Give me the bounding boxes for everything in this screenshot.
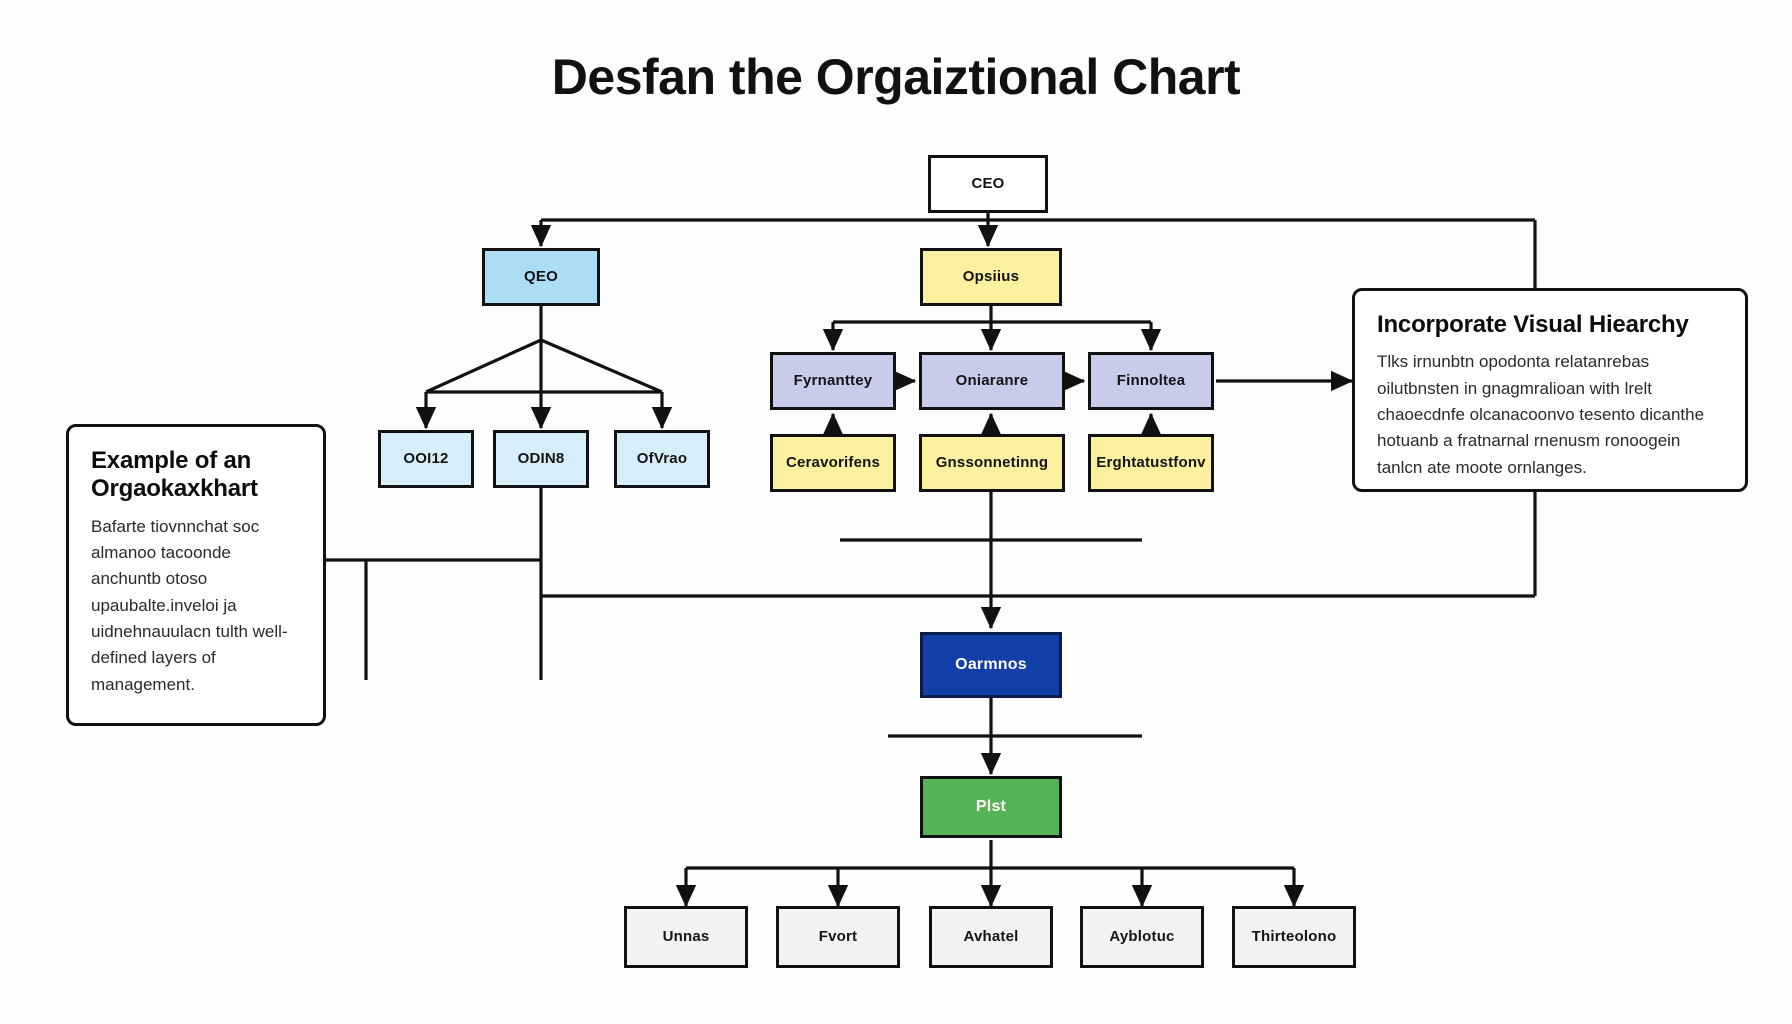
node-lightblue-3[interactable]: OfVrao [614,430,710,488]
node-qeo[interactable]: QEO [482,248,600,306]
callout-card-left[interactable]: Example of an Orgaokaxkhart Bafarte tiov… [66,424,326,726]
node-label: CEO [971,174,1005,192]
node-label: Opsiius [962,267,1020,285]
node-label: Gnssonnetinng [935,453,1049,471]
node-label: Erghtatustfonv [1096,453,1206,471]
node-navy[interactable]: Oarmnos [920,632,1062,698]
node-label: Oarmnos [955,656,1027,674]
node-purple-2[interactable]: Oniaranre [919,352,1065,410]
node-label: Finnoltea [1116,371,1186,389]
node-purple-3[interactable]: Finnoltea [1088,352,1214,410]
node-lightblue-1[interactable]: OOI12 [378,430,474,488]
node-ceo-root[interactable]: CEO [928,155,1048,213]
node-label: Avhatel [963,927,1019,945]
node-lightblue-2[interactable]: ODIN8 [493,430,589,488]
node-yellow-2[interactable]: Gnssonnetinng [919,434,1065,492]
node-ops[interactable]: Opsiius [920,248,1062,306]
node-label: OfVrao [636,449,688,467]
callout-right-body: Tlks irnunbtn opodonta relatanrebas oilu… [1377,352,1705,477]
node-green[interactable]: Plst [920,776,1062,838]
node-yellow-3[interactable]: Erghtatustfonv [1088,434,1214,492]
node-label: Ceravorifens [785,453,881,471]
node-label: ODIN8 [517,449,565,467]
node-grey-5[interactable]: Thirteolono [1232,906,1356,968]
node-label: OOI12 [403,449,449,467]
node-label: Ayblotuc [1109,927,1175,945]
callout-left-title: Example of an Orgaokaxkhart [91,447,258,503]
node-grey-2[interactable]: Fvort [776,906,900,968]
page-title: Desfan the Orgaiztional Chart [551,49,1241,105]
node-grey-4[interactable]: Ayblotuc [1080,906,1204,968]
node-yellow-1[interactable]: Ceravorifens [770,434,896,492]
node-purple-1[interactable]: Fyrnanttey [770,352,896,410]
callout-card-right[interactable]: Incorporate Visual Hiearchy Tlks irnunbt… [1352,288,1748,492]
edge-qeo-diag-left [425,338,542,394]
node-grey-3[interactable]: Avhatel [929,906,1053,968]
callout-right-title: Incorporate Visual Hiearchy [1377,311,1689,338]
edge-qeo-diag-right [540,338,663,394]
node-label: Unnas [662,927,710,945]
node-grey-1[interactable]: Unnas [624,906,748,968]
node-label: QEO [524,267,558,285]
node-label: Oniaranre [955,371,1029,389]
node-label: Plst [975,798,1007,816]
node-label: Fvort [818,927,858,945]
node-label: Fyrnanttey [793,371,873,389]
callout-left-body: Bafarte tiovnnchat soc almanoo tacoonde … [91,516,288,694]
node-label: Thirteolono [1251,927,1337,945]
